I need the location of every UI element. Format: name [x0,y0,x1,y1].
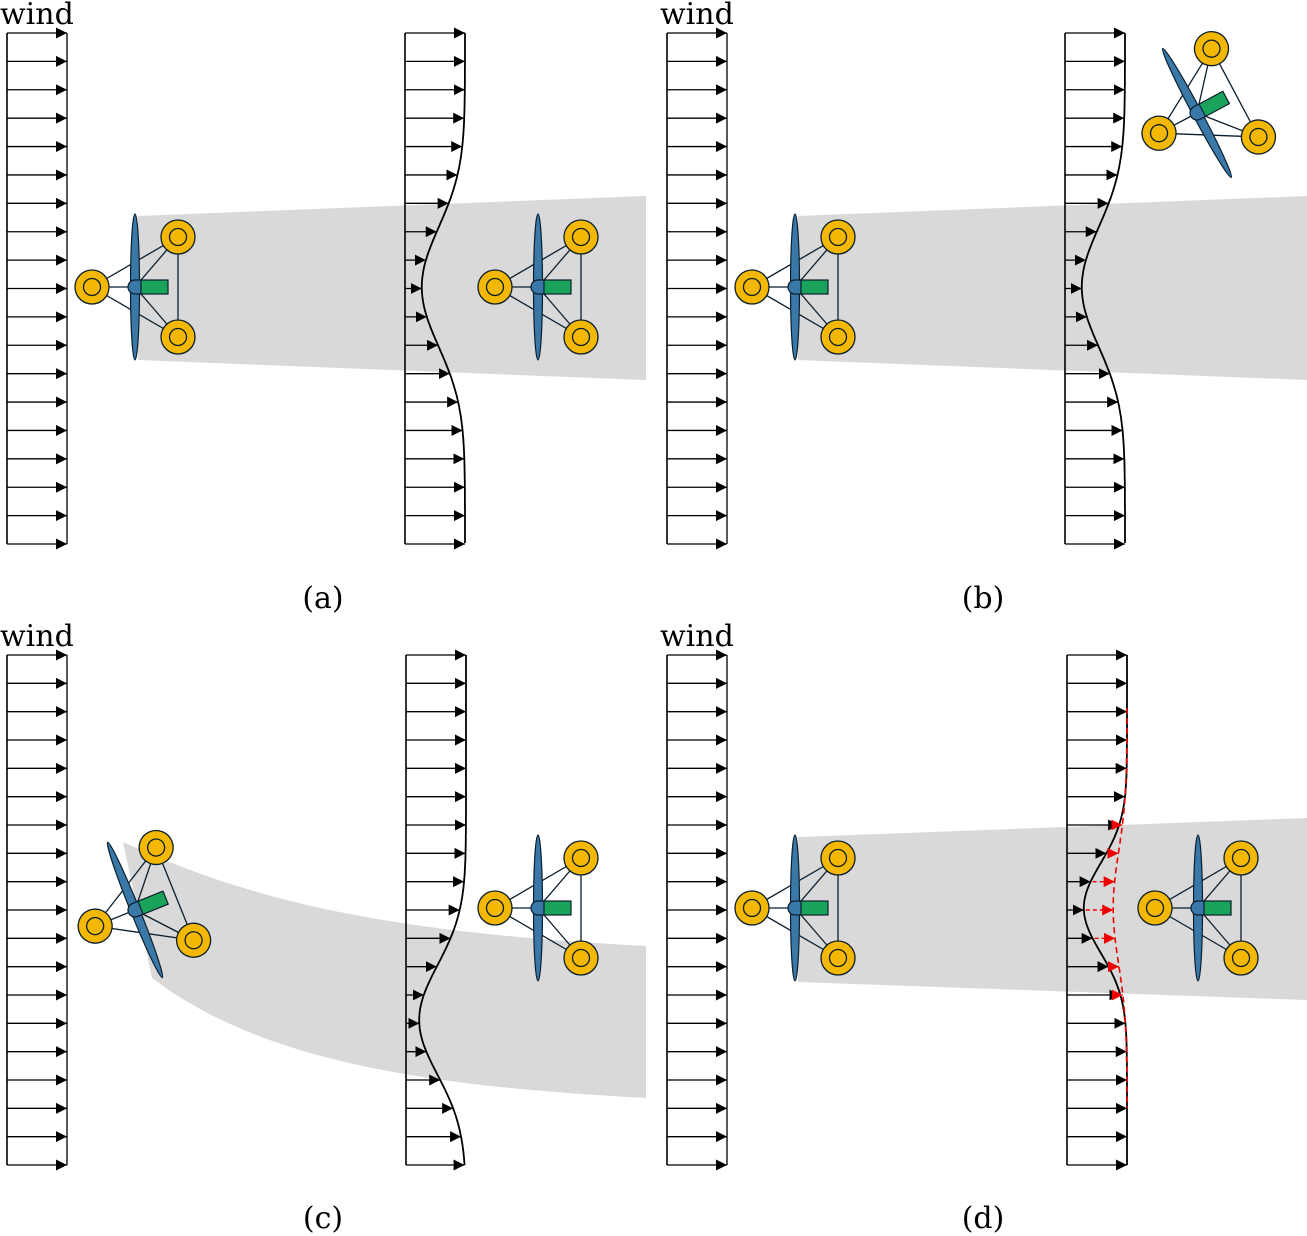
float-column [820,219,856,255]
float-column-inner [1202,39,1221,58]
float-column [477,269,513,305]
wind-label: wind [660,619,734,654]
wake-region [798,196,1307,380]
float-column [563,319,599,355]
float-column [563,940,599,976]
float-column [477,890,513,926]
float-column [1193,31,1230,67]
upstream-turbine [734,213,856,361]
hub [1190,900,1205,916]
float-column-inner [146,838,166,857]
float-column-inner [1249,127,1268,147]
nacelle [798,900,829,916]
float-column [1141,115,1177,151]
float-column-inner [571,948,591,968]
upstream-turbine [734,834,856,982]
wake-velocity-profile [404,27,466,550]
panel-c: wind (c) [0,619,646,1236]
wind-label: wind [0,0,74,32]
hub [787,900,802,916]
hub [1189,103,1207,121]
wake-velocity-profile [405,649,467,1171]
panel-b: wind (b) [660,0,1307,616]
hub [127,900,144,918]
hub [127,279,142,295]
float-column-inner [168,227,188,247]
panel-d: wind (d) [660,619,1307,1236]
float-column [160,219,196,255]
nacelle [1201,900,1232,916]
float-column [175,922,212,958]
float-column-inner [485,277,505,297]
float-column-inner [828,327,848,347]
wake-velocity-profile [1064,27,1126,550]
caption-d: (d) [962,1201,1005,1236]
float-column-inner [1145,898,1165,918]
wake-profile-curve [418,655,467,1166]
float-column [74,269,110,305]
caption-c: (c) [303,1201,343,1236]
float-column [563,219,599,255]
downstream-turbine-displaced [1141,31,1277,179]
panel-a: wind (a) [0,0,646,616]
inflow-profile [666,649,728,1171]
caption-a: (a) [302,581,343,616]
float-column [563,840,599,876]
float-column-inner [828,227,848,247]
float-column-inner [571,848,591,868]
nacelle [541,279,572,295]
float-column [160,319,196,355]
float-column-inner [1231,948,1251,968]
float-column-inner [82,277,102,297]
float-column [820,940,856,976]
float-column-inner [85,916,105,936]
hub [787,279,802,295]
nacelle [541,900,572,916]
nacelle [798,279,829,295]
wake-profile-curve [1080,33,1126,543]
caption-b: (b) [962,581,1005,616]
upstream-turbine [74,213,196,361]
inflow-profile [6,649,68,1171]
wake-velocity-profile [1066,649,1128,1171]
float-column-inner [571,327,591,347]
float-column-inner [1231,848,1251,868]
nacelle [138,279,169,295]
float-column-inner [571,227,591,247]
upstream-turbine-yawed [77,829,212,979]
float-column-inner [184,931,203,950]
downstream-turbine [477,213,599,361]
float-column [1223,840,1259,876]
float-column [138,829,174,866]
float-column-inner [485,898,505,918]
wake-region [138,196,646,380]
wind-label: wind [0,619,74,654]
float-column-inner [742,277,762,297]
float-column [734,269,770,305]
inflow-profile [6,27,68,550]
float-column [820,840,856,876]
float-column [734,890,770,926]
float-column-inner [828,848,848,868]
recovered-profile-curve [1112,708,1128,1108]
float-column [1223,940,1259,976]
downstream-turbine [1137,834,1259,982]
float-column-inner [828,948,848,968]
float-column [77,908,113,944]
hub [530,279,545,295]
hub [530,900,545,916]
float-column-inner [168,327,188,347]
downstream-turbine [477,834,599,982]
float-column [820,319,856,355]
redirected-wake-region [123,842,646,1098]
inflow-profile [666,27,728,550]
float-column [1240,119,1277,155]
float-column [1137,890,1173,926]
float-column-inner [1149,124,1169,143]
wake-profile-curve [420,33,466,543]
wind-label: wind [660,0,734,32]
float-column-inner [742,898,762,918]
wake-region [798,818,1307,1000]
